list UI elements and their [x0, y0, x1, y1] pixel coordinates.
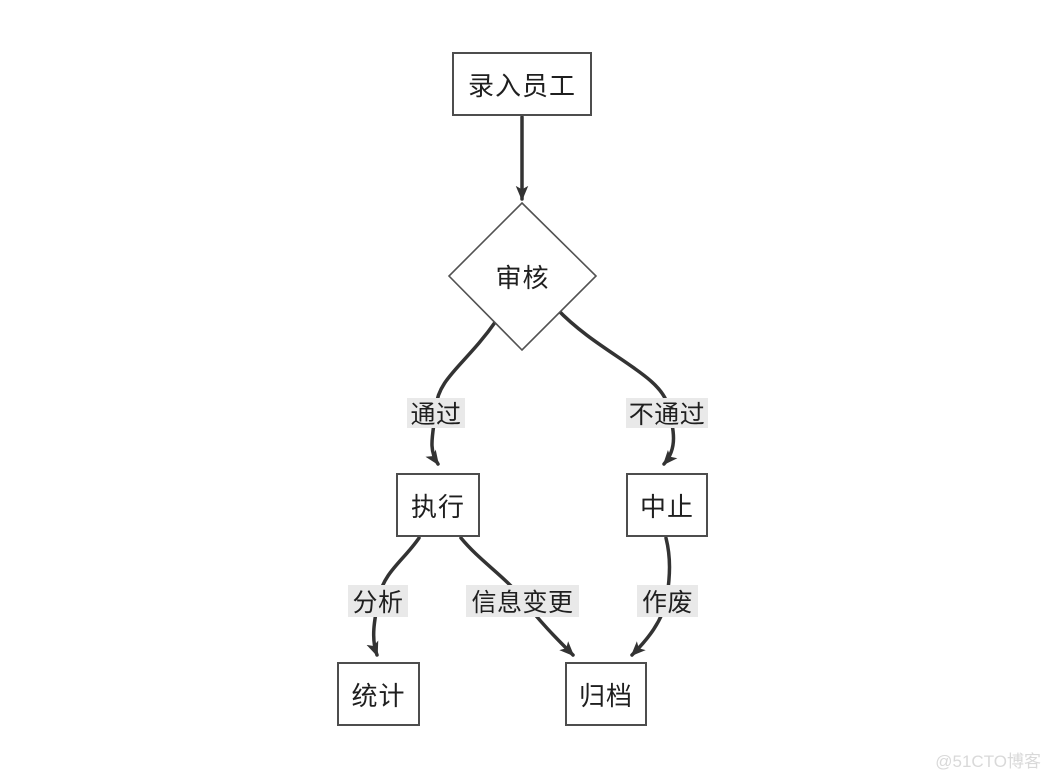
node-start: 录入员工 — [452, 52, 592, 116]
node-review-label: 审核 — [495, 263, 550, 293]
node-review: 审核 — [449, 203, 596, 350]
edge-label-info-change: 信息变更 — [466, 585, 579, 617]
watermark-51cto: @51CTO博客 — [935, 752, 1041, 771]
node-abort-label: 中止 — [639, 491, 694, 522]
edge-label-pass: 通过 — [407, 398, 465, 429]
node-start-label: 录入员工 — [467, 70, 576, 101]
node-abort: 中止 — [626, 473, 708, 537]
node-stats: 统计 — [337, 662, 420, 726]
node-execute: 执行 — [396, 473, 480, 537]
node-stats-label: 统计 — [351, 680, 406, 711]
review-diamond-shape — [447, 201, 598, 352]
node-archive: 归档 — [565, 662, 647, 726]
node-execute-label: 执行 — [410, 491, 465, 522]
edge-label-void: 作废 — [637, 585, 698, 617]
edge-label-analyze: 分析 — [348, 585, 408, 617]
node-archive-label: 归档 — [578, 680, 633, 711]
edge-label-fail: 不通过 — [626, 398, 708, 429]
